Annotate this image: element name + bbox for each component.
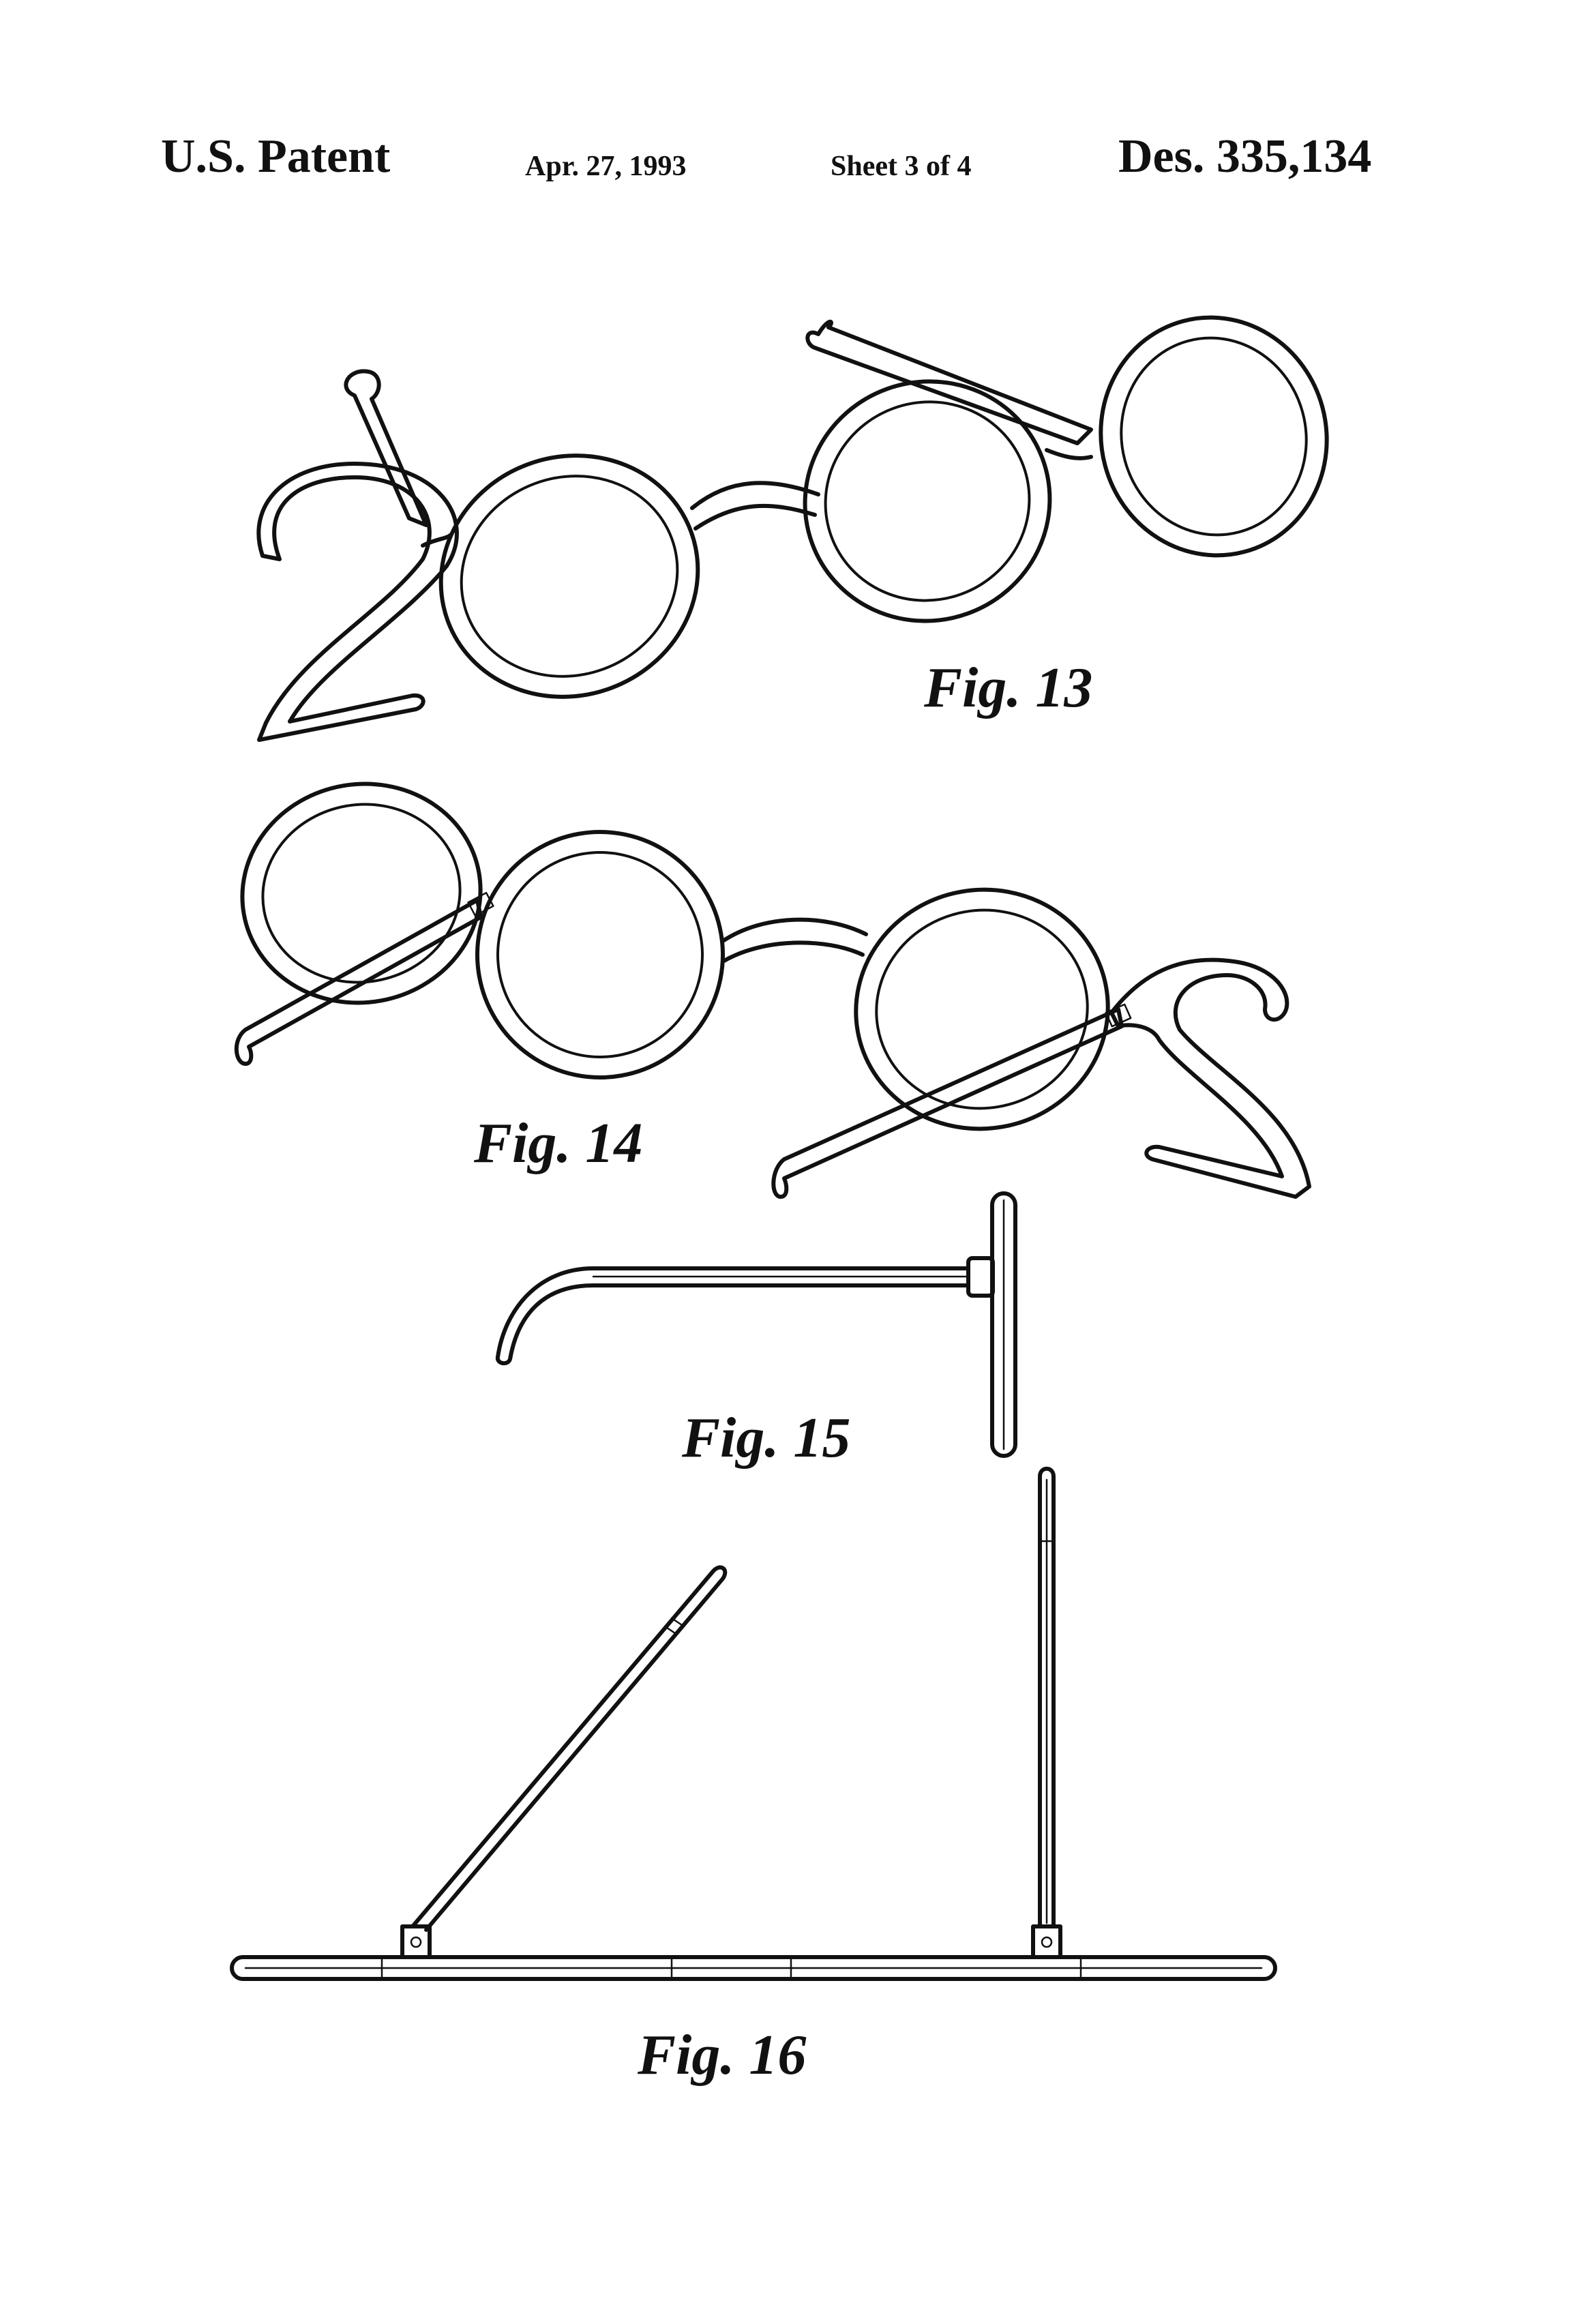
fig13-drawing — [256, 315, 1329, 742]
fig14-label: Fig. 14 — [474, 1112, 643, 1175]
fig13-label: Fig. 13 — [924, 656, 1093, 719]
fig14-drawing — [234, 781, 1311, 1199]
patent-label: U.S. Patent — [161, 130, 391, 183]
fig15-drawing — [495, 1191, 1017, 1458]
fig16-label: Fig. 16 — [638, 2023, 807, 2087]
patent-date: Apr. 27, 1993 — [525, 151, 687, 182]
fig16-drawing — [230, 1466, 1277, 1981]
fig15-label: Fig. 15 — [682, 1406, 851, 1470]
sheet-number: Sheet 3 of 4 — [831, 151, 972, 182]
patent-number: Des. 335,134 — [1118, 130, 1372, 183]
